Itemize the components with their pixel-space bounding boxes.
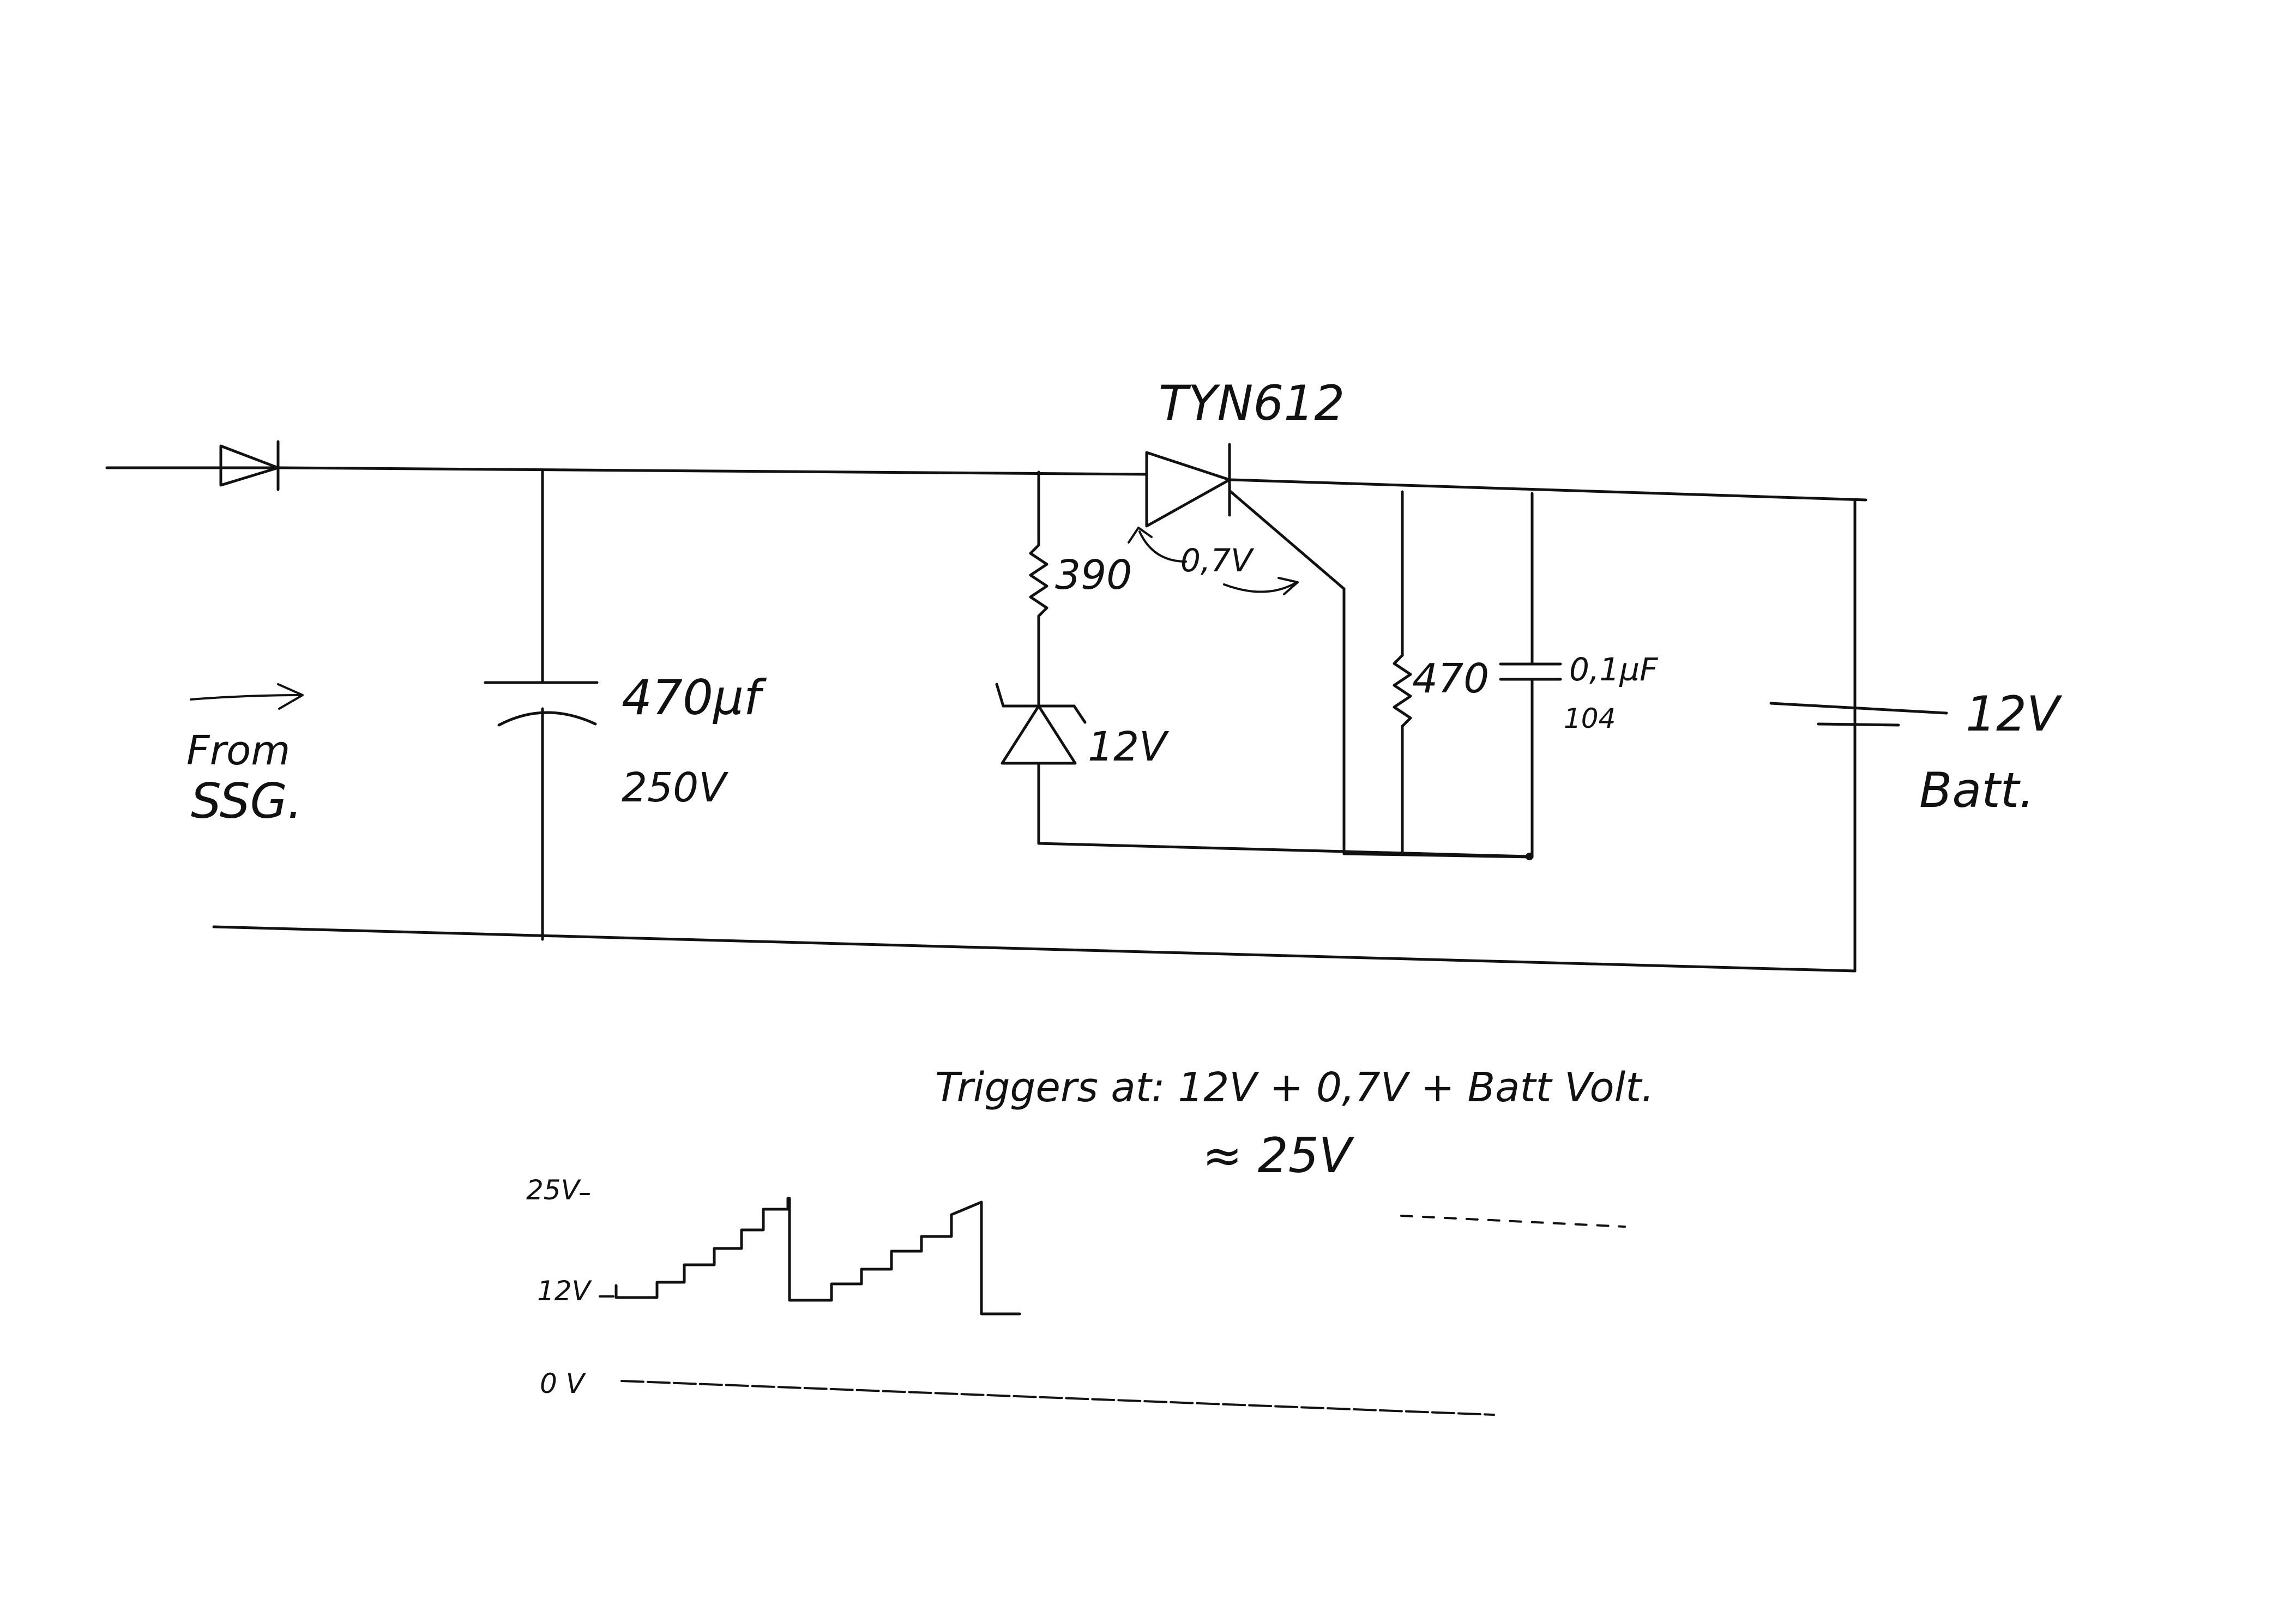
scr-thyristor bbox=[1145, 443, 1346, 855]
main-capacitor bbox=[484, 468, 599, 941]
trigger-result: ≈ 25V bbox=[1202, 1127, 1355, 1184]
waveform-label-0v: 0 V bbox=[540, 1368, 587, 1399]
waveform-baseline bbox=[620, 1380, 1495, 1416]
battery bbox=[1769, 702, 1948, 727]
input-diode bbox=[219, 440, 282, 491]
main-capacitor-value: 470µf bbox=[622, 669, 767, 726]
resistor-470 bbox=[1393, 490, 1412, 856]
bottom-rail bbox=[212, 498, 1857, 973]
junction-dot bbox=[1526, 853, 1533, 860]
small-capacitor-code: 104 bbox=[1564, 703, 1616, 734]
gate-drop-label: 0,7V bbox=[1180, 542, 1255, 579]
trigger-equation: Triggers at: 12V + 0,7V + Batt Volt. bbox=[935, 1064, 1654, 1111]
waveform-guide-marks bbox=[580, 1193, 1626, 1298]
top-rail bbox=[105, 466, 1867, 502]
scr-part-label: TYN612 bbox=[1159, 375, 1345, 431]
resistor-470-label: 470 bbox=[1412, 655, 1489, 702]
input-arrow bbox=[190, 683, 304, 710]
input-label-from: From bbox=[186, 727, 290, 774]
waveform-label-25v: 25V bbox=[526, 1174, 582, 1206]
battery-name-label: Batt. bbox=[1919, 762, 2034, 818]
zener-diode bbox=[995, 683, 1087, 845]
small-capacitor-value: 0,1µF bbox=[1569, 651, 1659, 688]
waveform-label-12v: 12V bbox=[537, 1275, 593, 1307]
waveform-trace bbox=[614, 1197, 1021, 1316]
input-label-ssg: SSG. bbox=[191, 773, 303, 829]
small-capacitor bbox=[1499, 492, 1562, 859]
gate-return-wire-right bbox=[1342, 852, 1534, 859]
main-capacitor-voltage: 250V bbox=[622, 764, 728, 811]
zener-voltage-label: 12V bbox=[1088, 723, 1169, 770]
resistor-390 bbox=[1029, 470, 1048, 708]
battery-voltage-label: 12V bbox=[1966, 686, 2063, 742]
resistor-390-label: 390 bbox=[1055, 552, 1132, 599]
gate-drop-arrows bbox=[1128, 527, 1299, 595]
